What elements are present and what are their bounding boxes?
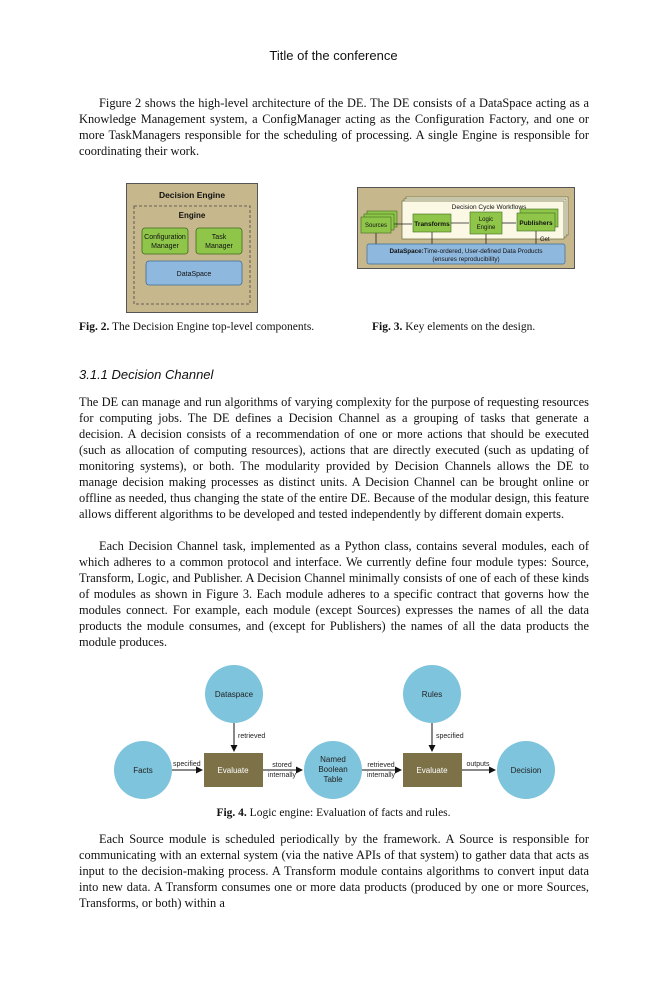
fig2-config-manager-box xyxy=(141,227,189,255)
fig4-evaluate1-box xyxy=(204,753,263,787)
paragraph-intro: Figure 2 shows the high-level architectu… xyxy=(79,95,589,159)
fig4-stored-line2: internally xyxy=(268,772,297,779)
fig4-retrieved-top-label: retrieved xyxy=(238,733,265,740)
fig4-decision-label: Decision xyxy=(511,766,542,775)
fig3-get-label: Get xyxy=(540,237,550,243)
fig2-caption-label: Fig. 2. xyxy=(79,321,110,333)
fig3-logic-line1: Logic xyxy=(479,217,493,223)
fig2-diagram: Decision Engine Engine Configuration Man… xyxy=(126,183,258,313)
fig3-dataspace-line2: (ensures reproducibility) xyxy=(432,256,499,263)
fig4-named-line1: Named xyxy=(320,755,346,764)
fig4-rules-node xyxy=(403,665,461,723)
fig3-caption: Fig. 3. Key elements on the design. xyxy=(372,321,535,333)
fig4-dataspace-node xyxy=(205,665,263,723)
fig4-diagram: Dataspace Rules Facts Evaluate Named Boo… xyxy=(114,665,555,799)
fig3-transforms-label: Transforms xyxy=(414,221,450,228)
paragraph-modules-text: Each Decision Channel task, implemented … xyxy=(79,539,589,649)
fig4-stored-line1: stored xyxy=(272,762,292,769)
paragraph-source-module-text: Each Source module is scheduled periodic… xyxy=(79,832,589,910)
fig4-decision-node xyxy=(497,741,555,799)
fig2-task-line2: Manager xyxy=(205,243,233,250)
fig3-dataspace-rest: Time-ordered, User-defined Data Products xyxy=(424,248,543,255)
fig4-caption-text: Logic engine: Evaluation of facts and ru… xyxy=(249,807,451,819)
fig2-dataspace-label: DataSpace xyxy=(177,271,212,278)
fig2-engine-label: Engine xyxy=(179,211,206,220)
fig4-specified-left-label: specified xyxy=(173,761,201,768)
fig4-named-line3: Table xyxy=(323,775,343,784)
fig4-dataspace-label: Dataspace xyxy=(215,690,254,699)
fig2-dataspace-box xyxy=(145,260,243,286)
fig4-evaluate2-box xyxy=(403,753,462,787)
fig2-caption-text: The Decision Engine top-level components… xyxy=(112,321,315,333)
paragraph-modules: Each Decision Channel task, implemented … xyxy=(79,538,589,650)
fig4-facts-node xyxy=(114,741,172,799)
running-header: Title of the conference xyxy=(269,48,398,63)
fig2-caption: Fig. 2. The Decision Engine top-level co… xyxy=(79,321,314,333)
fig4-retrieved-line2: internally xyxy=(367,772,396,779)
fig4-named-line2: Boolean xyxy=(318,765,347,774)
section-heading: 3.1.1 Decision Channel xyxy=(79,367,214,382)
paragraph-intro-text: Figure 2 shows the high-level architectu… xyxy=(79,96,589,158)
fig4-outputs-label: outputs xyxy=(467,761,490,768)
fig4-specified-top-label: specified xyxy=(436,733,464,740)
fig3-caption-text: Key elements on the design. xyxy=(405,321,536,333)
fig4-evaluate1-label: Evaluate xyxy=(217,766,249,775)
paragraph-source-module: Each Source module is scheduled periodic… xyxy=(79,831,589,911)
fig2-config-line1: Configuration xyxy=(144,234,186,241)
fig2-task-line1: Task xyxy=(212,234,227,241)
fig4-evaluate2-label: Evaluate xyxy=(416,766,448,775)
fig3-publishers-label: Publishers xyxy=(519,220,553,227)
fig4-facts-label: Facts xyxy=(133,766,153,775)
fig3-dataspace-box xyxy=(366,243,566,265)
fig2-engine-box xyxy=(133,205,251,305)
fig2-task-manager-box xyxy=(195,227,243,255)
fig4-retrieved-line1: retrieved xyxy=(367,762,394,769)
fig2-config-line2: Manager xyxy=(151,243,179,250)
fig3-logic-line2: Engine xyxy=(477,225,496,231)
fig4-named-boolean-table-node xyxy=(304,741,362,799)
fig4-caption: Fig. 4. Logic engine: Evaluation of fact… xyxy=(0,807,667,819)
paragraph-decision-channel: The DE can manage and run algorithms of … xyxy=(79,394,589,522)
fig3-diagram: Decision Cycle Workflows Sources Transfo… xyxy=(357,187,575,269)
fig3-workflows-label: Decision Cycle Workflows xyxy=(452,204,527,211)
paragraph-decision-channel-text: The DE can manage and run algorithms of … xyxy=(79,395,589,521)
fig3-dataspace-bold: DataSpace: xyxy=(389,248,423,255)
fig3-dataspace-line1: DataSpace:Time-ordered, User-defined Dat… xyxy=(389,248,542,255)
fig3-caption-label: Fig. 3. xyxy=(372,321,403,333)
fig2-outer-label: Decision Engine xyxy=(159,190,225,200)
fig4-rules-label: Rules xyxy=(422,690,442,699)
fig3-sources-label: Sources xyxy=(365,223,387,229)
fig4-caption-label: Fig. 4. xyxy=(216,807,247,819)
